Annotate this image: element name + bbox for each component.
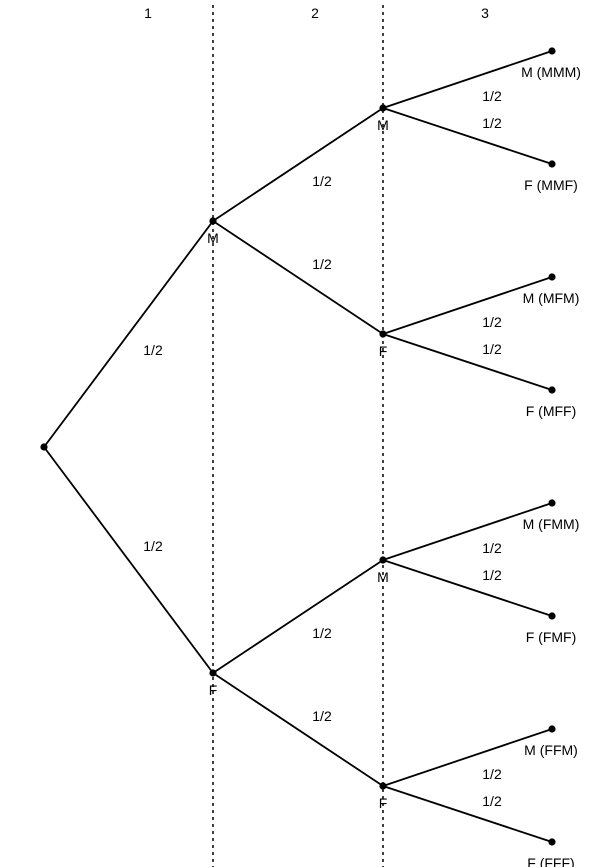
- edge-prob-level3-1-0-1: 1/2: [482, 567, 502, 583]
- leaf-label-0-0-1: F (MMF): [524, 177, 578, 193]
- edge-level3-0-0-0: [382, 50, 553, 109]
- edge-prob-level3-1-1-1: 1/2: [482, 793, 502, 809]
- edge-prob-level3-1-1-0: 1/2: [482, 766, 502, 782]
- edge-level3-1-0-1: [382, 559, 553, 617]
- leaf-label-0-0-0: M (MMM): [521, 64, 581, 80]
- edge-level3-0-1-0: [382, 276, 553, 335]
- edge-level1-0: [43, 220, 214, 448]
- node-level1-0: [209, 217, 217, 225]
- node-label-level2-0-0: M: [377, 117, 389, 133]
- edge-prob-level2-0-0: 1/2: [312, 173, 332, 189]
- edge-level2-1-1: [212, 672, 384, 787]
- edge-level2-0-0: [212, 107, 384, 222]
- node-label-level1-1: F: [209, 682, 218, 698]
- edge-level3-0-0-1: [382, 107, 553, 165]
- tree-edges: [43, 50, 553, 843]
- column-label-2: 2: [311, 5, 319, 21]
- leaf-node-1-0-1: [548, 612, 556, 620]
- edge-level3-1-1-1: [382, 785, 553, 843]
- edge-prob-level2-1-0: 1/2: [312, 625, 332, 641]
- node-level1-1: [209, 669, 217, 677]
- tree-nodes: [40, 47, 556, 846]
- edge-level2-1-0: [212, 559, 384, 674]
- edge-prob-level1-1: 1/2: [143, 538, 163, 554]
- leaf-node-0-1-0: [548, 273, 556, 281]
- edge-level3-1-1-0: [382, 728, 553, 787]
- edge-prob-level3-0-1-0: 1/2: [482, 314, 502, 330]
- node-level2-1-0: [379, 556, 387, 564]
- edge-prob-level2-1-1: 1/2: [312, 708, 332, 724]
- edge-prob-level1-0: 1/2: [143, 342, 163, 358]
- root-node: [40, 443, 48, 451]
- edge-prob-level3-0-0-1: 1/2: [482, 115, 502, 131]
- leaf-label-1-1-1: F (FFF): [527, 855, 574, 867]
- column-label-3: 3: [481, 5, 489, 21]
- leaf-node-0-1-1: [548, 386, 556, 394]
- edge-level2-0-1: [212, 220, 384, 335]
- edge-prob-level3-0-1-1: 1/2: [482, 341, 502, 357]
- edge-prob-level3-1-0-0: 1/2: [482, 540, 502, 556]
- node-label-level2-1-0: M: [377, 569, 389, 585]
- node-label-level1-0: M: [207, 230, 219, 246]
- column-label-1: 1: [144, 5, 152, 21]
- edge-level3-1-0-0: [382, 502, 553, 561]
- leaf-label-0-1-1: F (MFF): [526, 403, 577, 419]
- edge-prob-level2-0-1: 1/2: [312, 256, 332, 272]
- edge-level1-1: [43, 446, 214, 674]
- edge-level3-0-1-1: [382, 333, 553, 391]
- leaf-node-1-1-1: [548, 838, 556, 846]
- node-label-level2-0-1: F: [379, 343, 388, 359]
- node-label-level2-1-1: F: [379, 795, 388, 811]
- leaf-node-0-0-0: [548, 47, 556, 55]
- leaf-label-1-1-0: M (FFM): [524, 742, 578, 758]
- leaf-node-1-1-0: [548, 725, 556, 733]
- node-level2-0-0: [379, 104, 387, 112]
- tree-labels: M1/2M1/2M (MMM)1/2F (MMF)1/2F1/2M (MFM)1…: [143, 64, 581, 867]
- leaf-node-1-0-0: [548, 499, 556, 507]
- edge-prob-level3-0-0-0: 1/2: [482, 88, 502, 104]
- leaf-label-1-0-0: M (FMM): [523, 516, 580, 532]
- leaf-label-1-0-1: F (FMF): [526, 629, 577, 645]
- node-level2-1-1: [379, 782, 387, 790]
- leaf-label-0-1-0: M (MFM): [523, 290, 580, 306]
- leaf-node-0-0-1: [548, 160, 556, 168]
- node-level2-0-1: [379, 330, 387, 338]
